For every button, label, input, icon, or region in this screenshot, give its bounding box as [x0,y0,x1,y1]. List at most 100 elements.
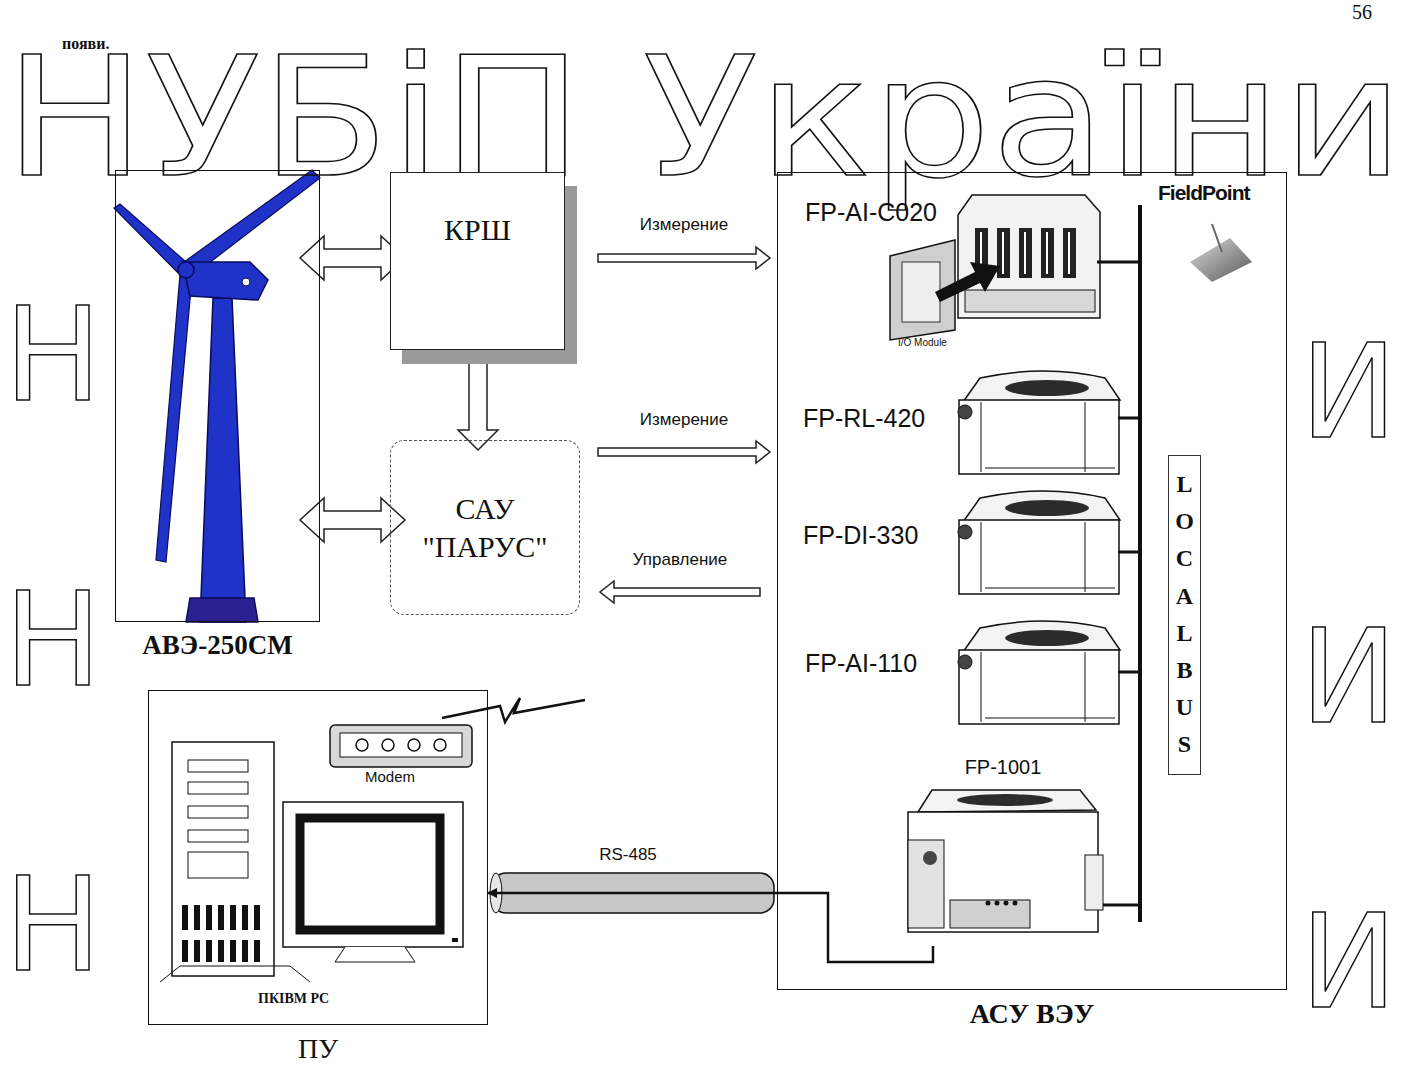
vent-slot [194,940,200,962]
module-label-box: FP-DI-330 [803,521,918,550]
modem-case [330,725,472,767]
signal-arrow [600,581,760,603]
part-label: ПКIBM PC [258,992,329,1006]
status-led [1013,901,1018,906]
vent-slot [242,940,248,962]
monitor-screen [300,818,440,930]
wind-turbine [114,170,320,622]
module-lid [918,790,1096,812]
terminal-slot [1041,228,1054,278]
module-lid [963,491,1120,522]
turbine-nacelle [182,262,268,300]
slot-contact [1024,232,1026,274]
power-led [452,938,458,942]
edge-label: Измерение [637,215,731,235]
tower-stand [160,966,310,982]
monitor-stand [335,947,415,962]
vent-slot [206,940,212,962]
watermark: И [1300,612,1397,742]
terminal-slot [1019,228,1032,278]
vent-slot [218,940,224,962]
module-grip [1005,630,1089,646]
module-ridge [985,468,1115,469]
drive-bay [188,760,248,772]
console-box: ПУ [148,690,488,1065]
vent-slot [230,940,236,962]
module-edge [981,652,982,722]
module-edge [1085,402,1086,472]
watermark: И [1300,897,1397,1027]
turbine-tower [200,298,246,622]
status-led [986,901,991,906]
module-screw [923,851,937,865]
bus-stub [1097,261,1140,264]
box-title: ПУ [148,1033,488,1065]
edge-label: RS-485 [596,845,660,865]
logo-mark [1190,238,1252,282]
network-module-picture [908,790,1103,932]
vent-slot [254,940,260,962]
system-box: АСУ ВЭУFP-AI-C020FP-RL-420FP-DI-330FP-AI… [777,172,1287,1030]
vent-slot [182,940,188,962]
module-lid [963,371,1120,402]
turbine-blade [156,274,192,562]
module-edge [981,402,982,472]
watermark: И [1300,327,1397,457]
slot-contact [1046,232,1048,274]
logo-text: FieldPoint [1158,182,1250,203]
base-body [958,195,1100,318]
signal-arrow [458,340,498,450]
drive-bay [188,830,248,842]
watermark: Н [4,575,102,705]
turbine-hub [178,262,194,278]
bus-stub [1118,417,1140,420]
card-panel [902,262,940,322]
io-module-picture [958,491,1120,594]
signal-arrow [598,441,770,463]
turbine-blade [114,204,186,275]
data-link [488,893,933,962]
terminal-strip [950,900,1030,928]
frame-border [148,690,488,1025]
part-label: I/O Module [898,338,947,348]
bus-connector [1085,855,1103,910]
frame-border [115,170,320,622]
module-name: FP-AI-C020 [805,198,937,227]
process-box: КРШ [390,172,565,350]
monitor-case [283,802,463,947]
box-title: АВЭ-250СМ [115,630,320,661]
part-label: 56 [1352,2,1372,22]
module-screw [958,525,972,539]
base-terminal-strip [965,290,1095,312]
vent-slot [218,905,224,930]
terminal-slot [997,228,1010,278]
module-screw [958,655,972,669]
module-label-box: FP-AI-110 [805,649,917,678]
module-label-box: FP-RL-420 [803,404,925,433]
monitor [283,802,463,962]
vent-slot [254,905,260,930]
status-led [995,901,1000,906]
turbine-box: АВЭ-250СМ [115,170,320,661]
io-module-picture [958,621,1120,724]
modem-picture [330,725,472,767]
frame-border [777,172,1287,990]
module-name: FP-AI-110 [805,649,917,678]
vent-slot [194,905,200,930]
module-body [959,650,1119,724]
bus-stub [1118,671,1140,674]
module-grip [957,794,1053,806]
box-title: САУ "ПАРУС" [420,490,550,565]
module-name: FP-RL-420 [803,404,925,433]
vent-slot [242,905,248,930]
modem-indicator [356,739,368,751]
edge-label: Управление [630,550,731,570]
module-lid [963,621,1120,652]
module-body [959,520,1119,594]
bus-label-box: LOCAL BUS [1168,455,1201,775]
module-ridge [985,588,1115,589]
module-body [908,812,1098,932]
control-box: САУ "ПАРУС" [390,440,580,615]
module-screw [958,405,972,419]
nacelle-window [242,278,250,286]
